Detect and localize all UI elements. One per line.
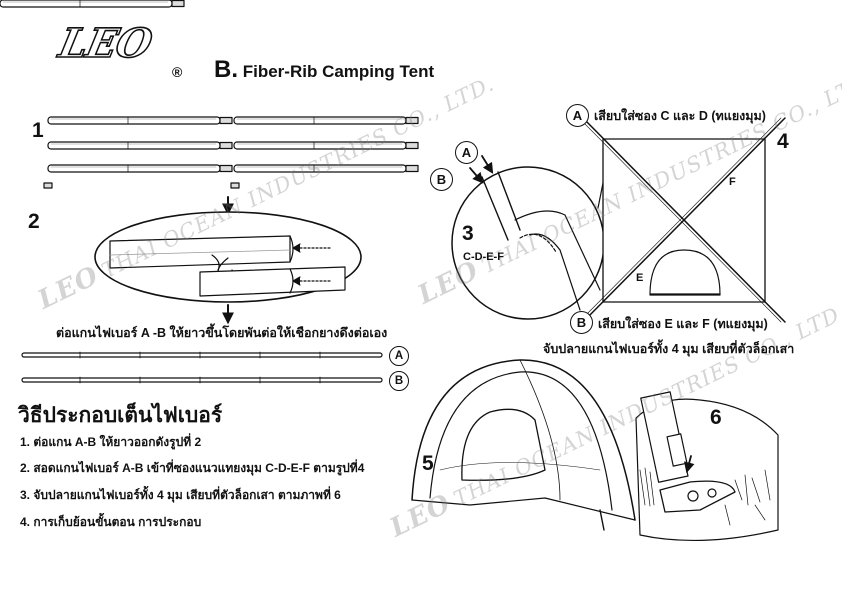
tent-illustration <box>411 359 636 531</box>
corner-e-label: E <box>636 272 644 284</box>
label-circle-b: B <box>430 168 453 191</box>
corner-closeup <box>451 147 611 320</box>
joint-closeup <box>94 211 362 303</box>
title-text: Fiber-Rib Camping Tent <box>242 62 435 81</box>
instruction-item: 2. สอดแกนไฟเบอร์ A-B เข้าที่ซองแนวแทยงมุ… <box>20 461 365 475</box>
top-view-label-b: B <box>570 311 593 334</box>
sleeve-label: C-D-E-F <box>463 251 504 263</box>
corner-f-label: F <box>729 176 736 188</box>
top-view-label-a: A <box>566 104 589 127</box>
top-view-caption-a: เสียบใส่ซอง C และ D (ทแยงมุม) <box>594 109 766 123</box>
instruction-item: 1. ต่อแกน A-B ให้ยาวออกดังรูปที่ 2 <box>20 435 202 449</box>
rod-label-a: A <box>389 346 409 366</box>
top-view <box>582 117 786 323</box>
assembled-rods <box>21 351 383 384</box>
instruction-item: 4. การเก็บย้อนขั้นตอน การประกอบ <box>20 515 202 529</box>
step-number-2: 2 <box>28 210 40 233</box>
label-circle-a: A <box>455 141 478 164</box>
step-number-5: 5 <box>422 452 434 475</box>
top-view-caption-b: เสียบใส่ซอง E และ F (ทแยงมุม) <box>598 317 768 331</box>
step-number-6: 6 <box>710 406 722 429</box>
instructions-heading: วิธีประกอบเต็นไฟเบอร์ <box>18 404 223 427</box>
step2-caption: ต่อแกนไฟเบอร์ A -B ให้ยาวขึ้นโดยพันต่อให… <box>56 326 388 340</box>
rod-segments <box>0 0 419 189</box>
step-number-1: 1 <box>32 119 44 142</box>
instruction-item: 3. จับปลายแกนไฟเบอร์ทั้ง 4 มุม เสียบที่ต… <box>20 488 341 502</box>
lock-caption: จับปลายแกนไฟเบอร์ทั้ง 4 มุม เสียบที่ตัวล… <box>543 342 795 356</box>
registered-mark: ® <box>172 64 183 80</box>
step-number-3: 3 <box>462 222 474 245</box>
page-title: B. Fiber-Rib Camping Tent <box>214 56 434 84</box>
leo-logo: LEO <box>54 19 156 68</box>
rod-label-b: B <box>389 371 409 391</box>
step-number-4: 4 <box>777 130 789 153</box>
lock-closeup <box>635 391 779 542</box>
title-prefix: B. <box>214 56 238 83</box>
